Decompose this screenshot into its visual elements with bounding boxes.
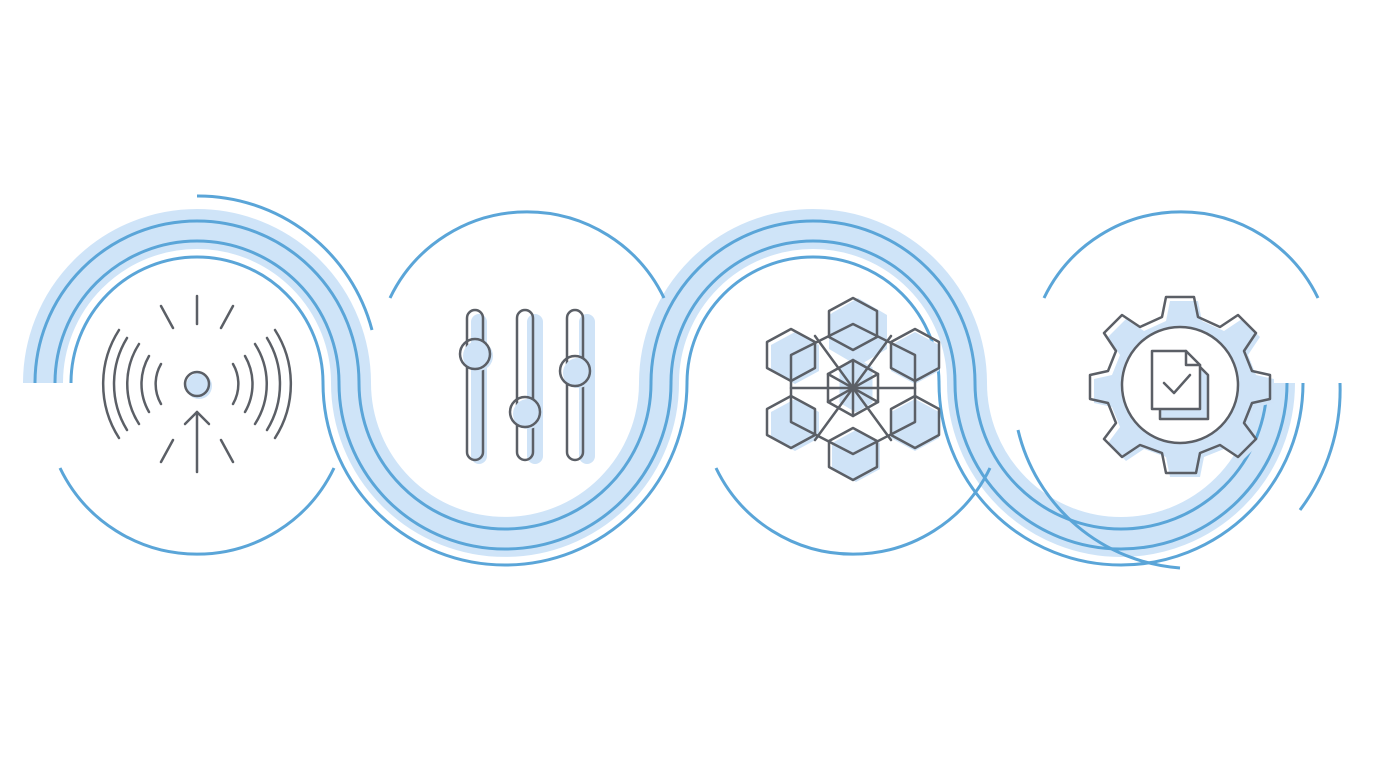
wave-accent-right (1298, 382, 1342, 511)
stage-rings (58, 210, 1320, 556)
wave-accent-top (196, 194, 374, 331)
wave-line-inner (69, 255, 1305, 567)
wave-accent-bottom (1016, 429, 1181, 570)
wave-band (23, 209, 1295, 557)
stage-ring-3-lower (714, 467, 992, 556)
stage-ring-4-upper (1042, 210, 1320, 299)
wave-line-outer (33, 219, 1269, 531)
signal-broadcast-icon (101, 294, 293, 474)
hexagon-network-icon (765, 296, 941, 482)
stage-ring-1-lower (58, 467, 336, 556)
stage-ring-2-upper (388, 210, 666, 299)
gear-document-check-icon (1088, 295, 1274, 477)
wave-connector (23, 194, 1342, 570)
wave-line-middle (53, 239, 1289, 551)
slider-controls-icon (458, 308, 595, 464)
